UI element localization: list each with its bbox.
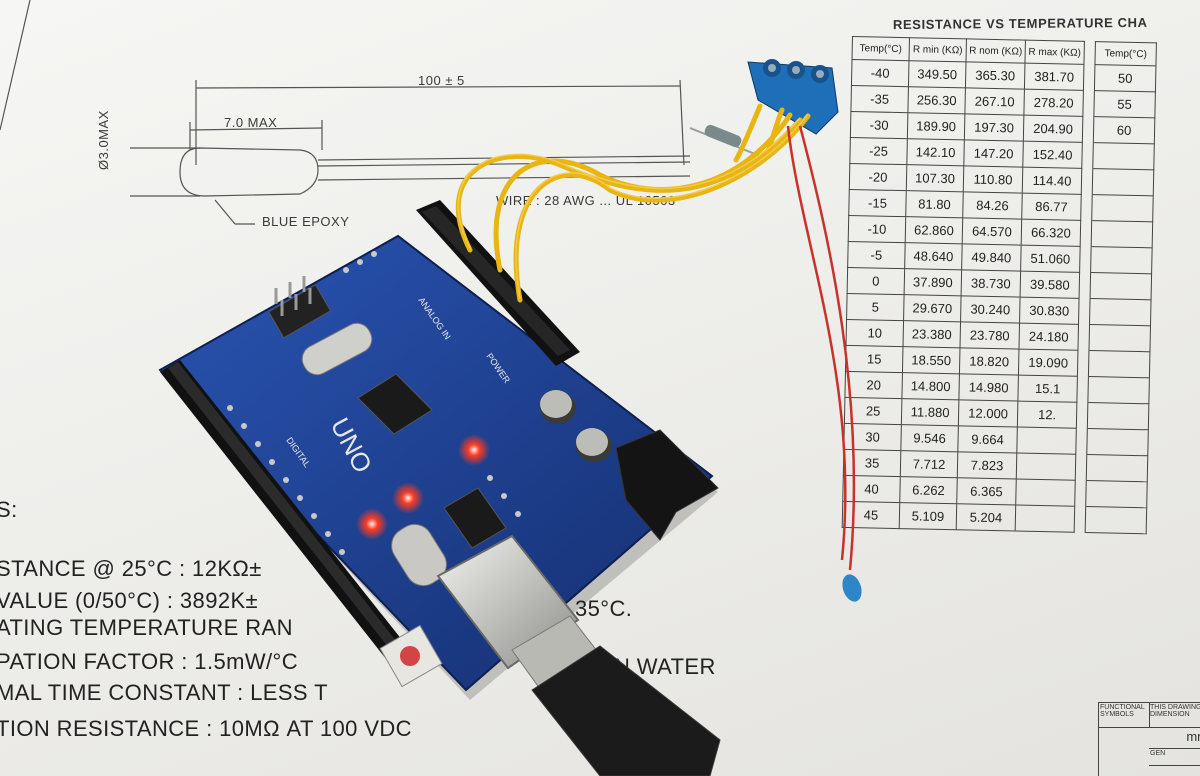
spec-line: TION RESISTANCE : 10MΩ AT 100 VDC	[0, 716, 412, 741]
pcb-board	[158, 234, 714, 692]
spec-line: VALUE (0/50°C) : 3892K±	[0, 588, 259, 613]
crystal-oscillator	[301, 322, 373, 376]
reset-button	[379, 624, 443, 688]
microcontroller-chip	[357, 373, 433, 435]
header-digital	[160, 360, 410, 664]
usb-crystal	[391, 523, 447, 587]
thermistor-bead	[842, 574, 862, 602]
spec-line: MAL TIME CONSTANT : LESS T	[0, 680, 328, 705]
spec-line: ATING TEMPERATURE RAN	[0, 615, 293, 640]
jumper-wires	[455, 103, 811, 303]
led-indicator	[356, 508, 388, 540]
spec-line: PATION FACTOR : 1.5mW/°C	[0, 649, 298, 674]
terminal-block	[747, 59, 839, 135]
icsp-pins	[274, 276, 312, 316]
pad-grid	[227, 251, 521, 555]
usb-chip	[443, 487, 507, 549]
dc-power-jack	[615, 429, 719, 541]
dim-length: 100 ± 5	[418, 73, 465, 88]
spec-line: STANCE @ 25°C : 12KΩ±	[0, 556, 262, 581]
thermistor-leads	[786, 125, 856, 571]
title-block-cell: FUNCTIONAL SYMBOLS	[1099, 703, 1150, 728]
icsp-header	[268, 284, 332, 339]
title-block-cell: GEN	[1149, 749, 1200, 766]
title-block-cell: mm	[1149, 728, 1200, 749]
led-indicator	[458, 434, 490, 466]
label-epoxy: BLUE EPOXY	[262, 214, 350, 229]
wire-highlights	[457, 113, 809, 299]
header-power	[416, 200, 580, 366]
capacitor	[540, 390, 576, 424]
title-block: FUNCTIONAL SYMBOLS THIS DRAWING DIMENSIO…	[1098, 702, 1200, 776]
title-block-cell: THIS DRAWING DIMENSION	[1149, 703, 1200, 728]
spec-heading: S:	[0, 497, 18, 522]
dim-head: 7.0 MAX	[224, 115, 278, 130]
resistor	[689, 124, 761, 157]
capacitor	[576, 428, 612, 462]
led-indicator	[392, 482, 424, 514]
usb-cable-plug	[531, 645, 721, 776]
spec-overlay: 35°C.	[575, 596, 633, 621]
